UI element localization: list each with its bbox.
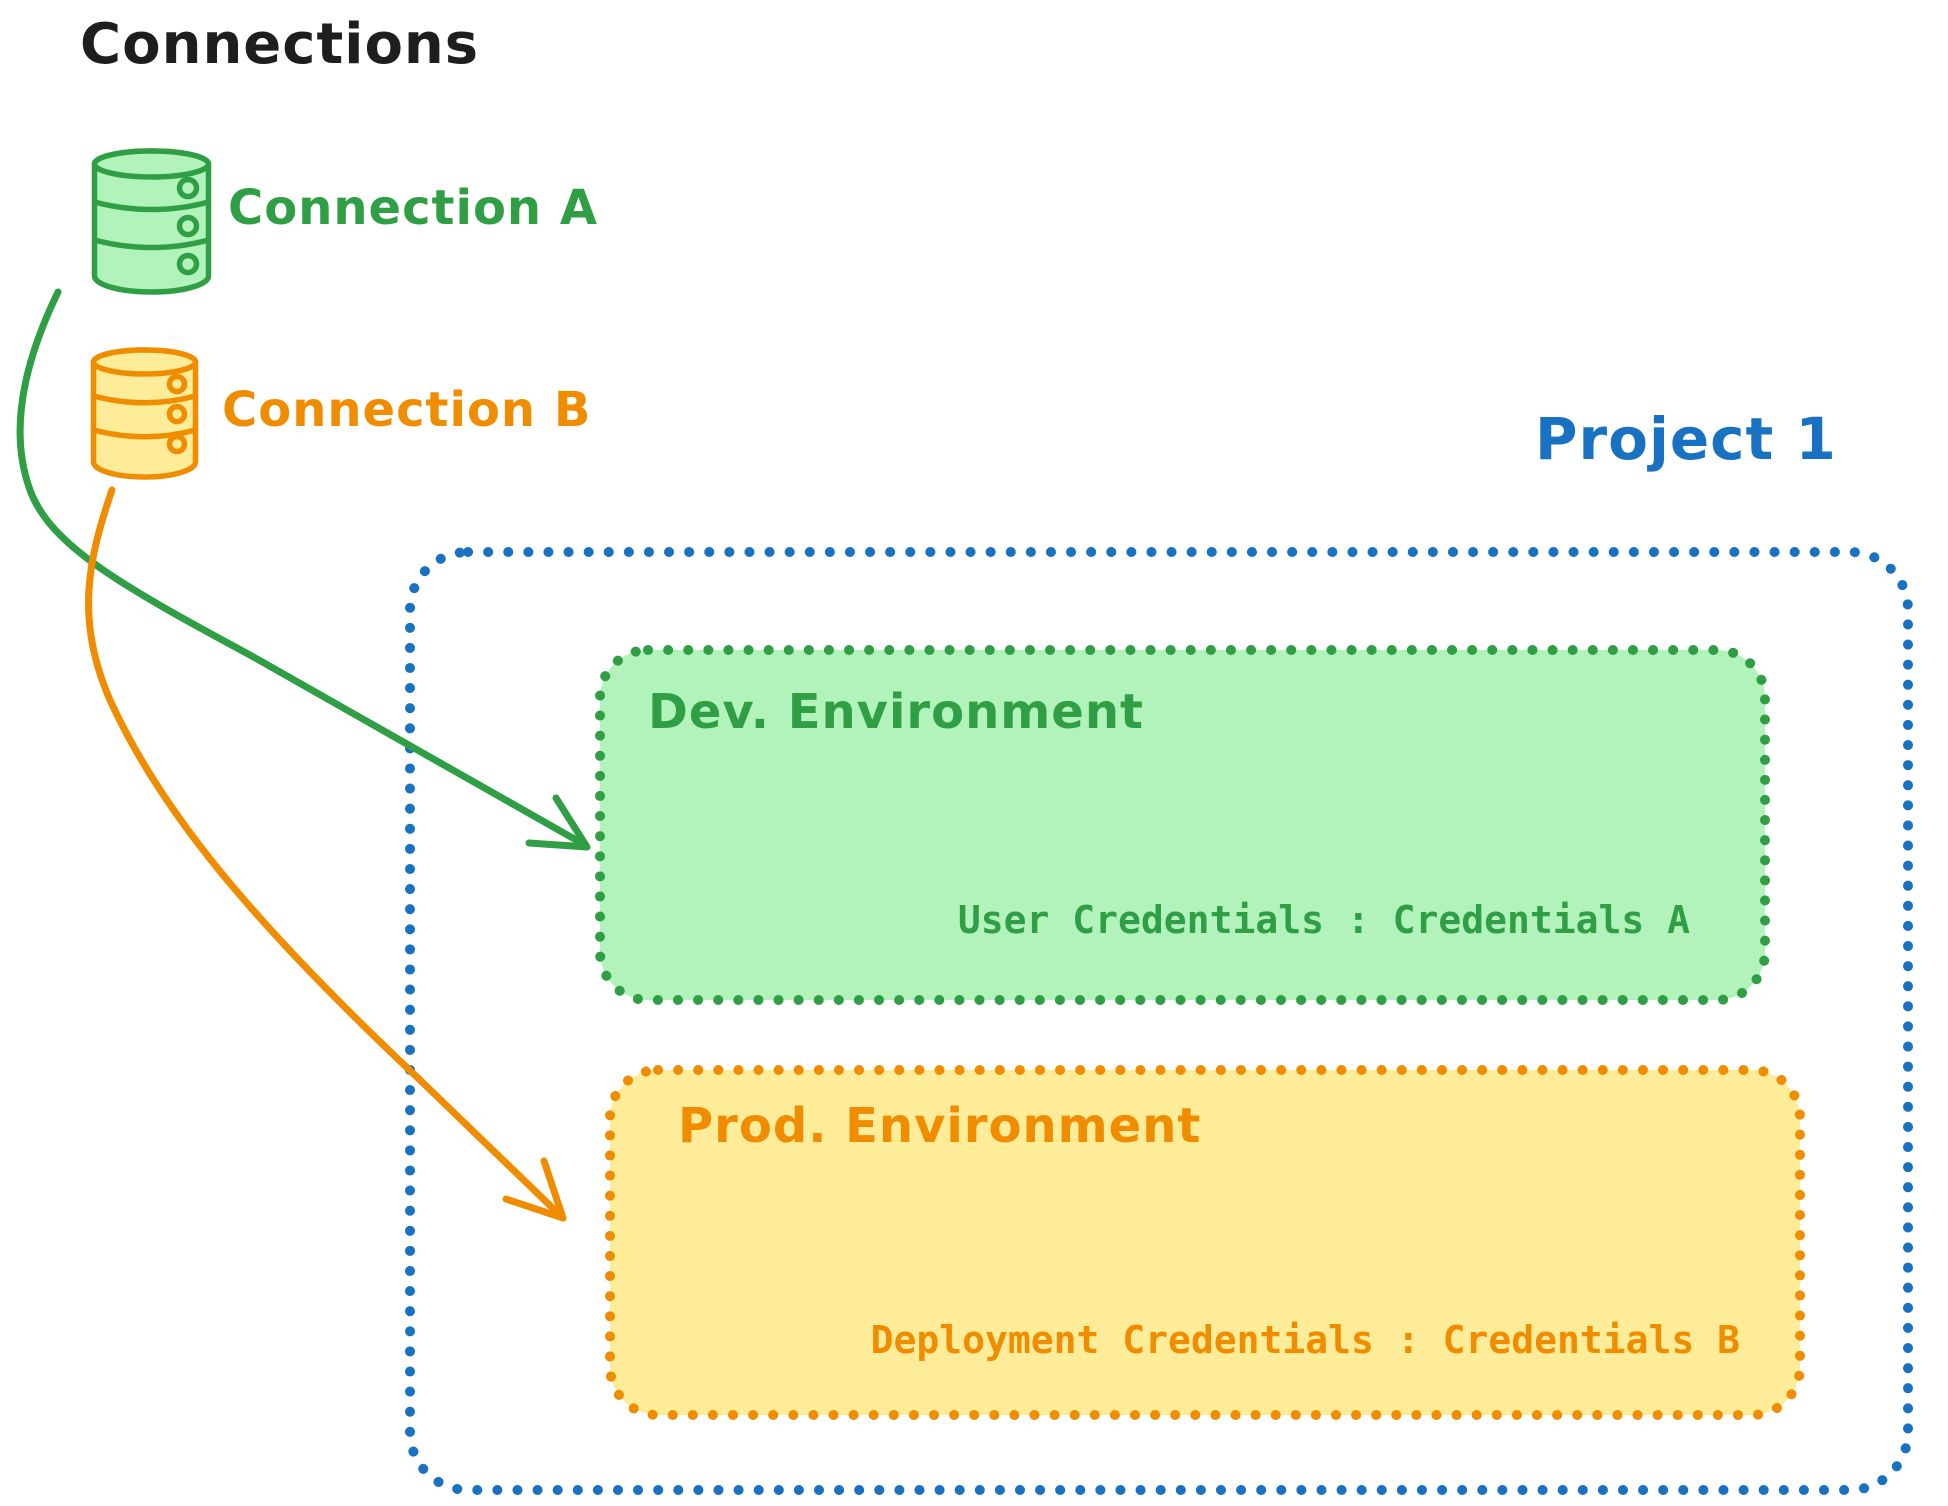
connection-a-database-icon xyxy=(91,148,212,295)
project-box-border xyxy=(405,547,1913,1495)
project-title: Project 1 xyxy=(1535,405,1837,473)
connection-b-arrow xyxy=(85,486,567,1222)
connection-a-arrowhead-icon xyxy=(525,794,591,851)
prod-environment-box xyxy=(605,1065,1805,1420)
diagram-title: Connections xyxy=(80,12,480,77)
connection-b-label: Connection B xyxy=(222,382,592,438)
connection-a-arrow xyxy=(16,288,591,851)
connection-a-label: Connection A xyxy=(228,180,598,236)
prod-environment-credentials: Deployment Credentials : Credentials B xyxy=(870,1318,1740,1362)
dev-environment-box xyxy=(595,645,1770,1005)
connection-b-arrowhead-icon xyxy=(502,1157,567,1222)
dev-environment-title: Dev. Environment xyxy=(648,684,1144,740)
connection-b-database-icon xyxy=(90,347,199,480)
dev-environment-credentials: User Credentials : Credentials A xyxy=(957,898,1690,942)
prod-environment-title: Prod. Environment xyxy=(678,1098,1202,1154)
